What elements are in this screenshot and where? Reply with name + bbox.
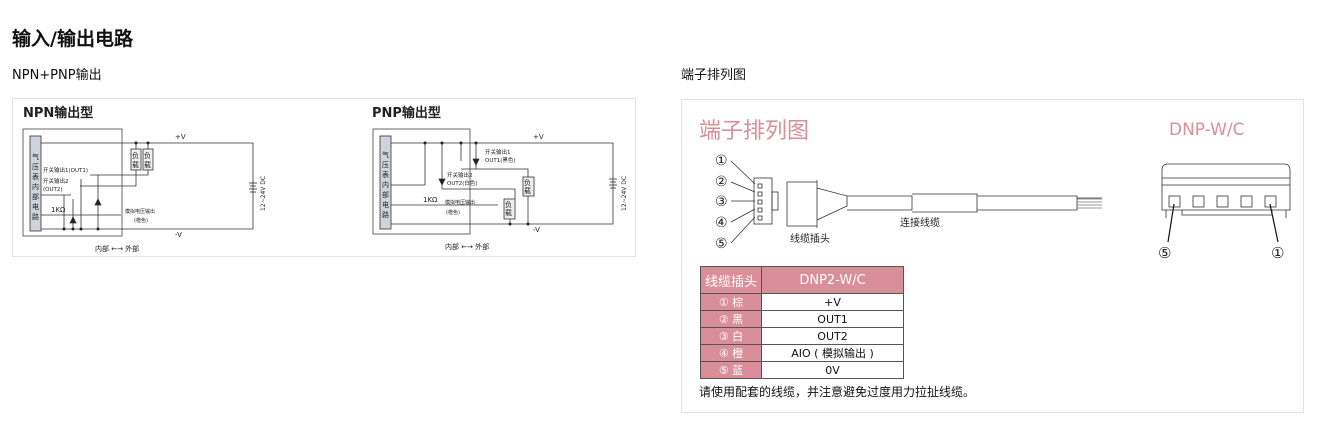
svg-text:表: 表 [32, 172, 39, 181]
model-label: DNP-W/C [1169, 120, 1245, 140]
svg-text:部: 部 [32, 192, 39, 201]
svg-text:+V: +V [175, 133, 186, 141]
svg-text:电: 电 [32, 202, 39, 211]
svg-text:连接线缆: 连接线缆 [900, 216, 940, 229]
svg-text:内: 内 [32, 182, 39, 191]
svg-text:PNP输出型: PNP输出型 [372, 105, 441, 121]
circuit-diagram-panel: NPN输出型 气压表内部电路 负载 负载 +V-V 开关输出1(OUT1) 开关… [12, 98, 636, 257]
svg-text:①: ① [1271, 244, 1284, 262]
svg-text:负: 负 [524, 178, 531, 187]
pin-numbers: ① ② ③ ④ ⑤ [715, 153, 728, 252]
svg-text:压: 压 [32, 163, 39, 171]
svg-text:⑤: ⑤ [1158, 244, 1171, 262]
npn-pnp-subtitle: NPN+PNP输出 [12, 68, 102, 83]
svg-text:⑤: ⑤ [715, 236, 728, 252]
svg-text:+V: +V [533, 133, 544, 141]
svg-text:内部 ←→ 外部: 内部 ←→ 外部 [445, 242, 489, 251]
svg-text:③: ③ [715, 194, 728, 210]
svg-text:表: 表 [382, 170, 389, 179]
svg-text:NPN输出型: NPN输出型 [23, 105, 93, 121]
svg-text:12~24V DC: 12~24V DC [260, 176, 267, 211]
svg-text:②: ② [715, 174, 728, 190]
table-row: ① 棕+V [700, 293, 904, 311]
svg-text:-V: -V [175, 231, 182, 239]
svg-text:(橙色): (橙色) [446, 209, 460, 216]
svg-text:开关输出1: 开关输出1 [485, 148, 511, 156]
terminal-diagram: 端子排列图 DNP-W/C ① ② ③ ④ ⑤ 线缆插头 连接线缆 ⑤ ① [699, 119, 1291, 262]
svg-text:部: 部 [382, 190, 389, 199]
svg-text:载: 载 [132, 160, 139, 169]
svg-text:OUT2(白色): OUT2(白色) [447, 179, 478, 187]
terminal-heading: 端子排列图 [699, 119, 809, 144]
svg-text:路: 路 [382, 210, 389, 219]
svg-text:负: 负 [144, 151, 151, 160]
svg-text:①: ① [715, 153, 728, 169]
svg-text:压: 压 [382, 161, 389, 169]
svg-text:开关输出2: 开关输出2 [447, 171, 473, 179]
svg-text:负: 负 [132, 151, 139, 160]
pnp-supply-label: 12~24V DC [621, 176, 628, 211]
svg-text:(橙色): (橙色) [134, 217, 148, 224]
svg-text:OUT1(黑色): OUT1(黑色) [485, 156, 516, 164]
svg-text:(OUT2): (OUT2) [43, 187, 63, 193]
svg-text:载: 载 [144, 160, 151, 169]
svg-text:模拟电压输出: 模拟电压输出 [125, 208, 155, 215]
svg-text:模拟电压输出: 模拟电压输出 [445, 199, 475, 206]
svg-text:负: 负 [505, 200, 512, 209]
svg-text:开关输出1(OUT1): 开关输出1(OUT1) [43, 166, 88, 174]
svg-text:④: ④ [715, 215, 728, 231]
svg-text:载: 载 [524, 186, 531, 195]
svg-text:电: 电 [382, 200, 389, 209]
svg-text:内: 内 [382, 180, 389, 189]
terminal-subtitle: 端子排列图 [681, 68, 747, 83]
svg-text:1KΩ: 1KΩ [51, 206, 66, 214]
svg-text:1KΩ: 1KΩ [423, 196, 438, 204]
svg-text:气: 气 [32, 152, 39, 161]
svg-text:-V: -V [533, 226, 540, 234]
svg-text:气: 气 [382, 150, 389, 159]
svg-text:内部 ←→ 外部: 内部 ←→ 外部 [95, 244, 139, 253]
svg-text:开关输出2: 开关输出2 [43, 177, 69, 185]
cable-note: 请使用配套的线缆，并注意避免过度用力拉扯线缆。 [699, 385, 976, 399]
svg-text:线缆插头: 线缆插头 [790, 232, 830, 245]
svg-text:路: 路 [32, 212, 39, 221]
svg-text:载: 载 [505, 208, 512, 217]
page-title: 输入/输出电路 [12, 28, 133, 50]
